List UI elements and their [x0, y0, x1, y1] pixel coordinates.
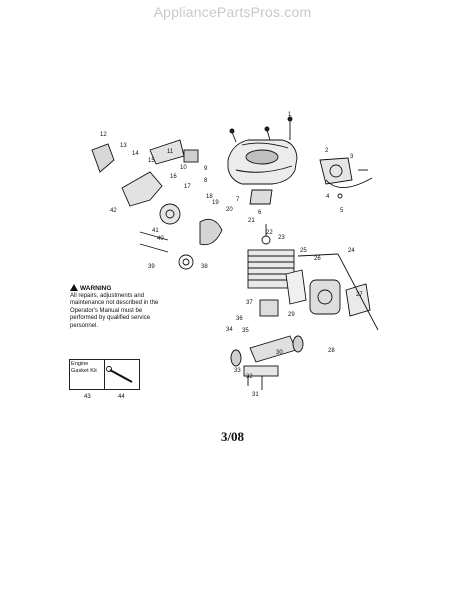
label-35: 35 [242, 328, 249, 334]
flywheel-20 [199, 218, 223, 246]
label-8: 8 [204, 178, 208, 184]
label-4: 4 [326, 194, 330, 200]
label-25: 25 [300, 248, 307, 254]
gasket-29 [285, 269, 307, 305]
label-2: 2 [325, 148, 329, 154]
label-44: 44 [118, 394, 125, 400]
label-33: 33 [234, 368, 241, 374]
label-38: 38 [201, 264, 208, 270]
label-37: 37 [246, 300, 253, 306]
label-9: 9 [204, 166, 208, 172]
muffler [309, 279, 341, 315]
ignition-module [319, 157, 353, 185]
gasket-kit-text: Engine Gasket Kit [71, 361, 97, 374]
label-6: 6 [258, 210, 262, 216]
crankshaft [249, 335, 297, 363]
label-42: 42 [110, 208, 117, 214]
label-43: 43 [84, 394, 91, 400]
label-18: 18 [206, 194, 213, 200]
label-7: 7 [236, 197, 240, 203]
label-10: 10 [180, 165, 187, 171]
label-30: 30 [276, 350, 283, 356]
warning-title: WARNING [80, 285, 112, 292]
label-21: 21 [248, 218, 255, 224]
label-15: 15 [148, 158, 155, 164]
label-19: 19 [212, 200, 219, 206]
warning-text: All repairs, adjustments and maintenance… [70, 293, 159, 329]
label-26: 26 [314, 256, 321, 262]
label-41: 41 [152, 228, 159, 234]
label-16: 16 [170, 174, 177, 180]
label-17: 17 [184, 184, 191, 190]
revision-date: 3/08 [220, 429, 245, 444]
filter-element [249, 189, 273, 205]
label-22: 22 [266, 230, 273, 236]
crankcase [243, 365, 279, 377]
label-23: 23 [278, 235, 285, 241]
label-34: 34 [226, 327, 233, 333]
bracket-16 [121, 171, 163, 207]
label-11: 11 [167, 149, 174, 155]
label-13: 13 [120, 143, 127, 149]
label-24: 24 [348, 248, 355, 254]
label-39: 39 [148, 264, 155, 270]
label-1: 1 [288, 112, 292, 118]
label-3: 3 [350, 154, 354, 160]
label-40: 40 [157, 236, 164, 242]
label-14: 14 [132, 151, 139, 157]
piston [259, 299, 279, 317]
label-32: 32 [246, 374, 253, 380]
label-27: 27 [356, 292, 363, 298]
label-36: 36 [236, 316, 243, 322]
shroud-12 [91, 143, 115, 173]
warning-icon [70, 284, 78, 291]
watermark: AppliancePartsPros.com [153, 4, 312, 20]
label-31: 31 [252, 392, 259, 398]
label-20: 20 [226, 207, 233, 213]
label-28: 28 [328, 348, 335, 354]
label-12: 12 [100, 132, 107, 138]
tool-box [104, 359, 140, 390]
label-5: 5 [340, 208, 344, 214]
label-29: 29 [288, 312, 295, 318]
